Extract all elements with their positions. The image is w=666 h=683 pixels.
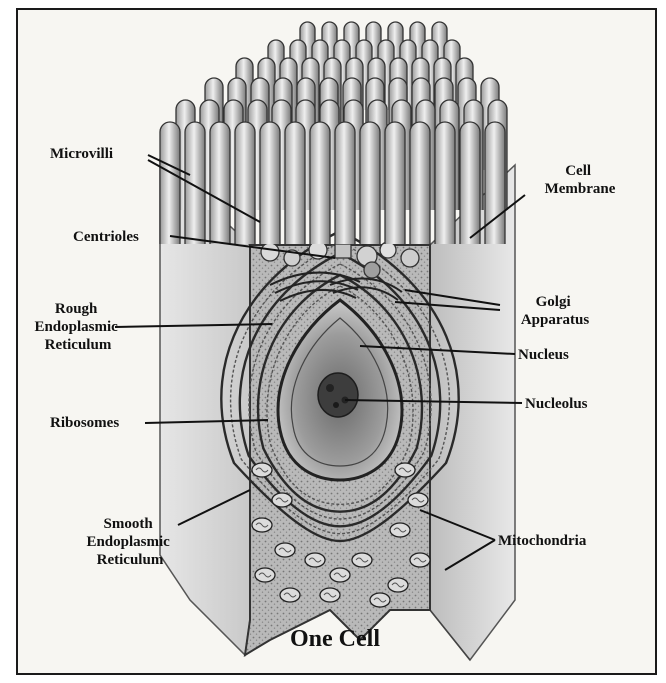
cell-interior [221,231,458,655]
figure-caption: One Cell [290,626,380,652]
label-centrioles: Centrioles [73,229,139,245]
label-golgi: Golgi Apparatus [521,294,590,328]
microvillus [160,122,180,244]
microvillus [335,122,355,244]
label-nucleus: Nucleus [518,347,569,363]
microvillus [385,122,405,244]
microvillus [360,122,380,244]
label-rough-er: Rough Endoplasmic Reticulum [34,301,121,353]
microvilli-array [160,22,507,244]
microvillus [485,122,505,244]
microvillus [260,122,280,244]
label-mitochondria: Mitochondria [498,533,587,549]
microvillus [235,122,255,244]
microvillus [435,122,455,244]
microvillus [410,122,430,244]
label-microvilli: Microvilli [50,146,113,162]
microvillus [310,122,330,244]
microvillus [285,122,305,244]
microvillus [210,122,230,244]
microvillus [460,122,480,244]
label-cell-membrane: Cell Membrane [545,163,616,197]
label-ribosomes: Ribosomes [50,415,119,431]
nucleolus-body [318,373,358,417]
label-nucleolus: Nucleolus [525,396,588,412]
